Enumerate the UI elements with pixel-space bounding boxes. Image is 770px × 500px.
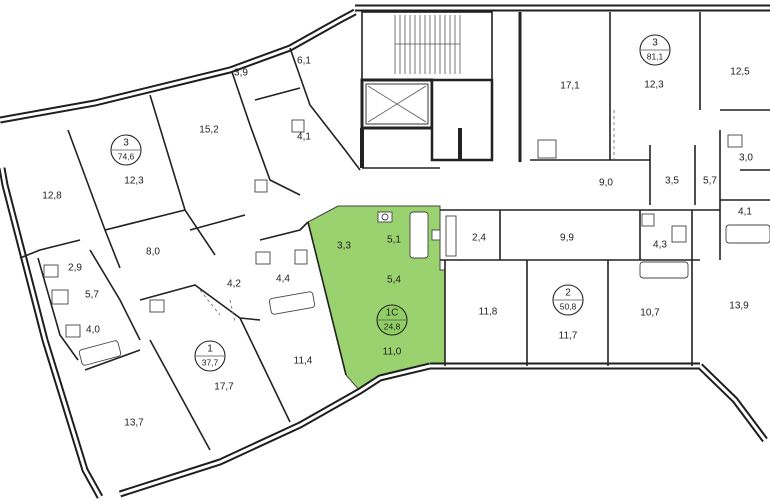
room-area-label: 3,5	[665, 176, 679, 187]
room-area-label: 5,1	[387, 235, 401, 246]
room-area-label: 13,9	[729, 301, 749, 312]
room-area-label: 5,7	[703, 176, 717, 187]
room-area-label: 6,1	[297, 56, 311, 67]
sink-icon	[641, 213, 655, 227]
bathtub-icon	[268, 291, 316, 315]
apartment-total-area: 37,7	[202, 357, 219, 367]
apartment-total-area: 74,6	[118, 151, 135, 161]
toilet-icon	[671, 225, 687, 243]
room-area-label: 3,0	[739, 153, 753, 164]
toilet-icon	[431, 229, 441, 241]
building-core	[360, 11, 522, 169]
room-area-label: 4,1	[738, 207, 752, 218]
room-area-label: 9,0	[599, 178, 613, 189]
apartment-rooms-count: 2	[565, 288, 571, 299]
room-area-label: 4,4	[276, 274, 290, 285]
apartment-rooms-count: 3	[123, 138, 129, 149]
bathtub-icon	[409, 211, 429, 259]
room-area-label: 3,9	[234, 68, 248, 79]
bathtub-icon	[78, 340, 122, 366]
stair-treads	[399, 15, 456, 74]
room-area-label: 5,7	[85, 290, 99, 301]
apartment-rooms-count: 1С	[386, 308, 399, 319]
apartment-badge-2[interactable]: 2 50,8	[552, 284, 584, 316]
outer-wall-left-bottom-core	[119, 364, 431, 496]
apartment-badge-3-left[interactable]: 3 74,6	[110, 134, 142, 166]
room-area-label: 2,9	[68, 263, 82, 274]
apartment-total-area: 81,1	[647, 51, 664, 61]
room-area-label: 2,4	[472, 233, 486, 244]
outer-wall-left-bottom	[118, 362, 431, 498]
outer-wall-left-top-core	[0, 10, 356, 122]
room-labels: 3,9 6,1 4,1 15,2 12,3 12,8 8,0 2,9 5,7 4…	[42, 56, 753, 429]
room-area-label: 12,3	[124, 176, 144, 187]
toilet-icon	[51, 289, 69, 305]
toilet-icon	[294, 249, 308, 265]
apartment-rooms-count: 3	[652, 38, 658, 49]
room-area-label: 4,1	[297, 132, 311, 143]
apartment-badge-3-right[interactable]: 3 81,1	[639, 34, 671, 66]
room-area-label: 11,8	[479, 307, 498, 318]
room-area-label: 9,9	[560, 233, 574, 244]
fixtures	[43, 119, 770, 366]
room-area-label: 4,2	[227, 279, 241, 290]
room-area-label: 15,2	[199, 125, 219, 136]
room-area-label: 8,0	[146, 247, 160, 258]
room-area-label: 4,3	[653, 240, 667, 251]
apartment-badge-1c[interactable]: 1С 24,8	[376, 304, 408, 336]
sink-icon	[727, 134, 743, 148]
room-area-label: 5,4	[387, 275, 401, 286]
sink-icon	[65, 324, 81, 338]
toilet-icon	[254, 179, 268, 193]
sink-icon	[149, 299, 165, 313]
room-area-label: 12,8	[42, 191, 62, 202]
shower-icon	[445, 215, 457, 257]
room-area-label: 10,7	[640, 308, 660, 319]
room-area-label: 11,4	[294, 356, 313, 367]
sink-icon	[255, 251, 271, 265]
sink-icon	[43, 264, 59, 278]
bathtub-icon	[725, 224, 770, 244]
apartment-total-area: 24,8	[384, 321, 401, 331]
outer-wall-left-side-core	[0, 167, 102, 498]
apartment-badge-1[interactable]: 1 37,7	[194, 340, 226, 372]
right-wing-partitions	[440, 12, 770, 366]
room-area-label: 3,3	[337, 241, 351, 252]
room-area-label: 17,7	[214, 382, 234, 393]
room-area-label: 17,1	[560, 81, 580, 92]
outer-wall-right-bottom-core	[698, 364, 767, 441]
sink-icon	[537, 139, 557, 159]
left-wing-partitions	[19, 47, 361, 451]
room-area-label: 13,7	[124, 418, 144, 429]
room-area-label: 12,5	[730, 67, 750, 78]
room-area-label: 4,0	[86, 325, 100, 336]
room-area-label: 11,7	[559, 331, 578, 342]
room-area-label: 11,0	[383, 347, 402, 358]
bathtub-icon	[639, 261, 689, 279]
apartment-rooms-count: 1	[207, 344, 213, 355]
stairwell	[361, 11, 493, 81]
apartment-total-area: 50,8	[560, 301, 577, 311]
room-area-label: 12,3	[644, 80, 664, 91]
sink-icon	[291, 119, 305, 133]
